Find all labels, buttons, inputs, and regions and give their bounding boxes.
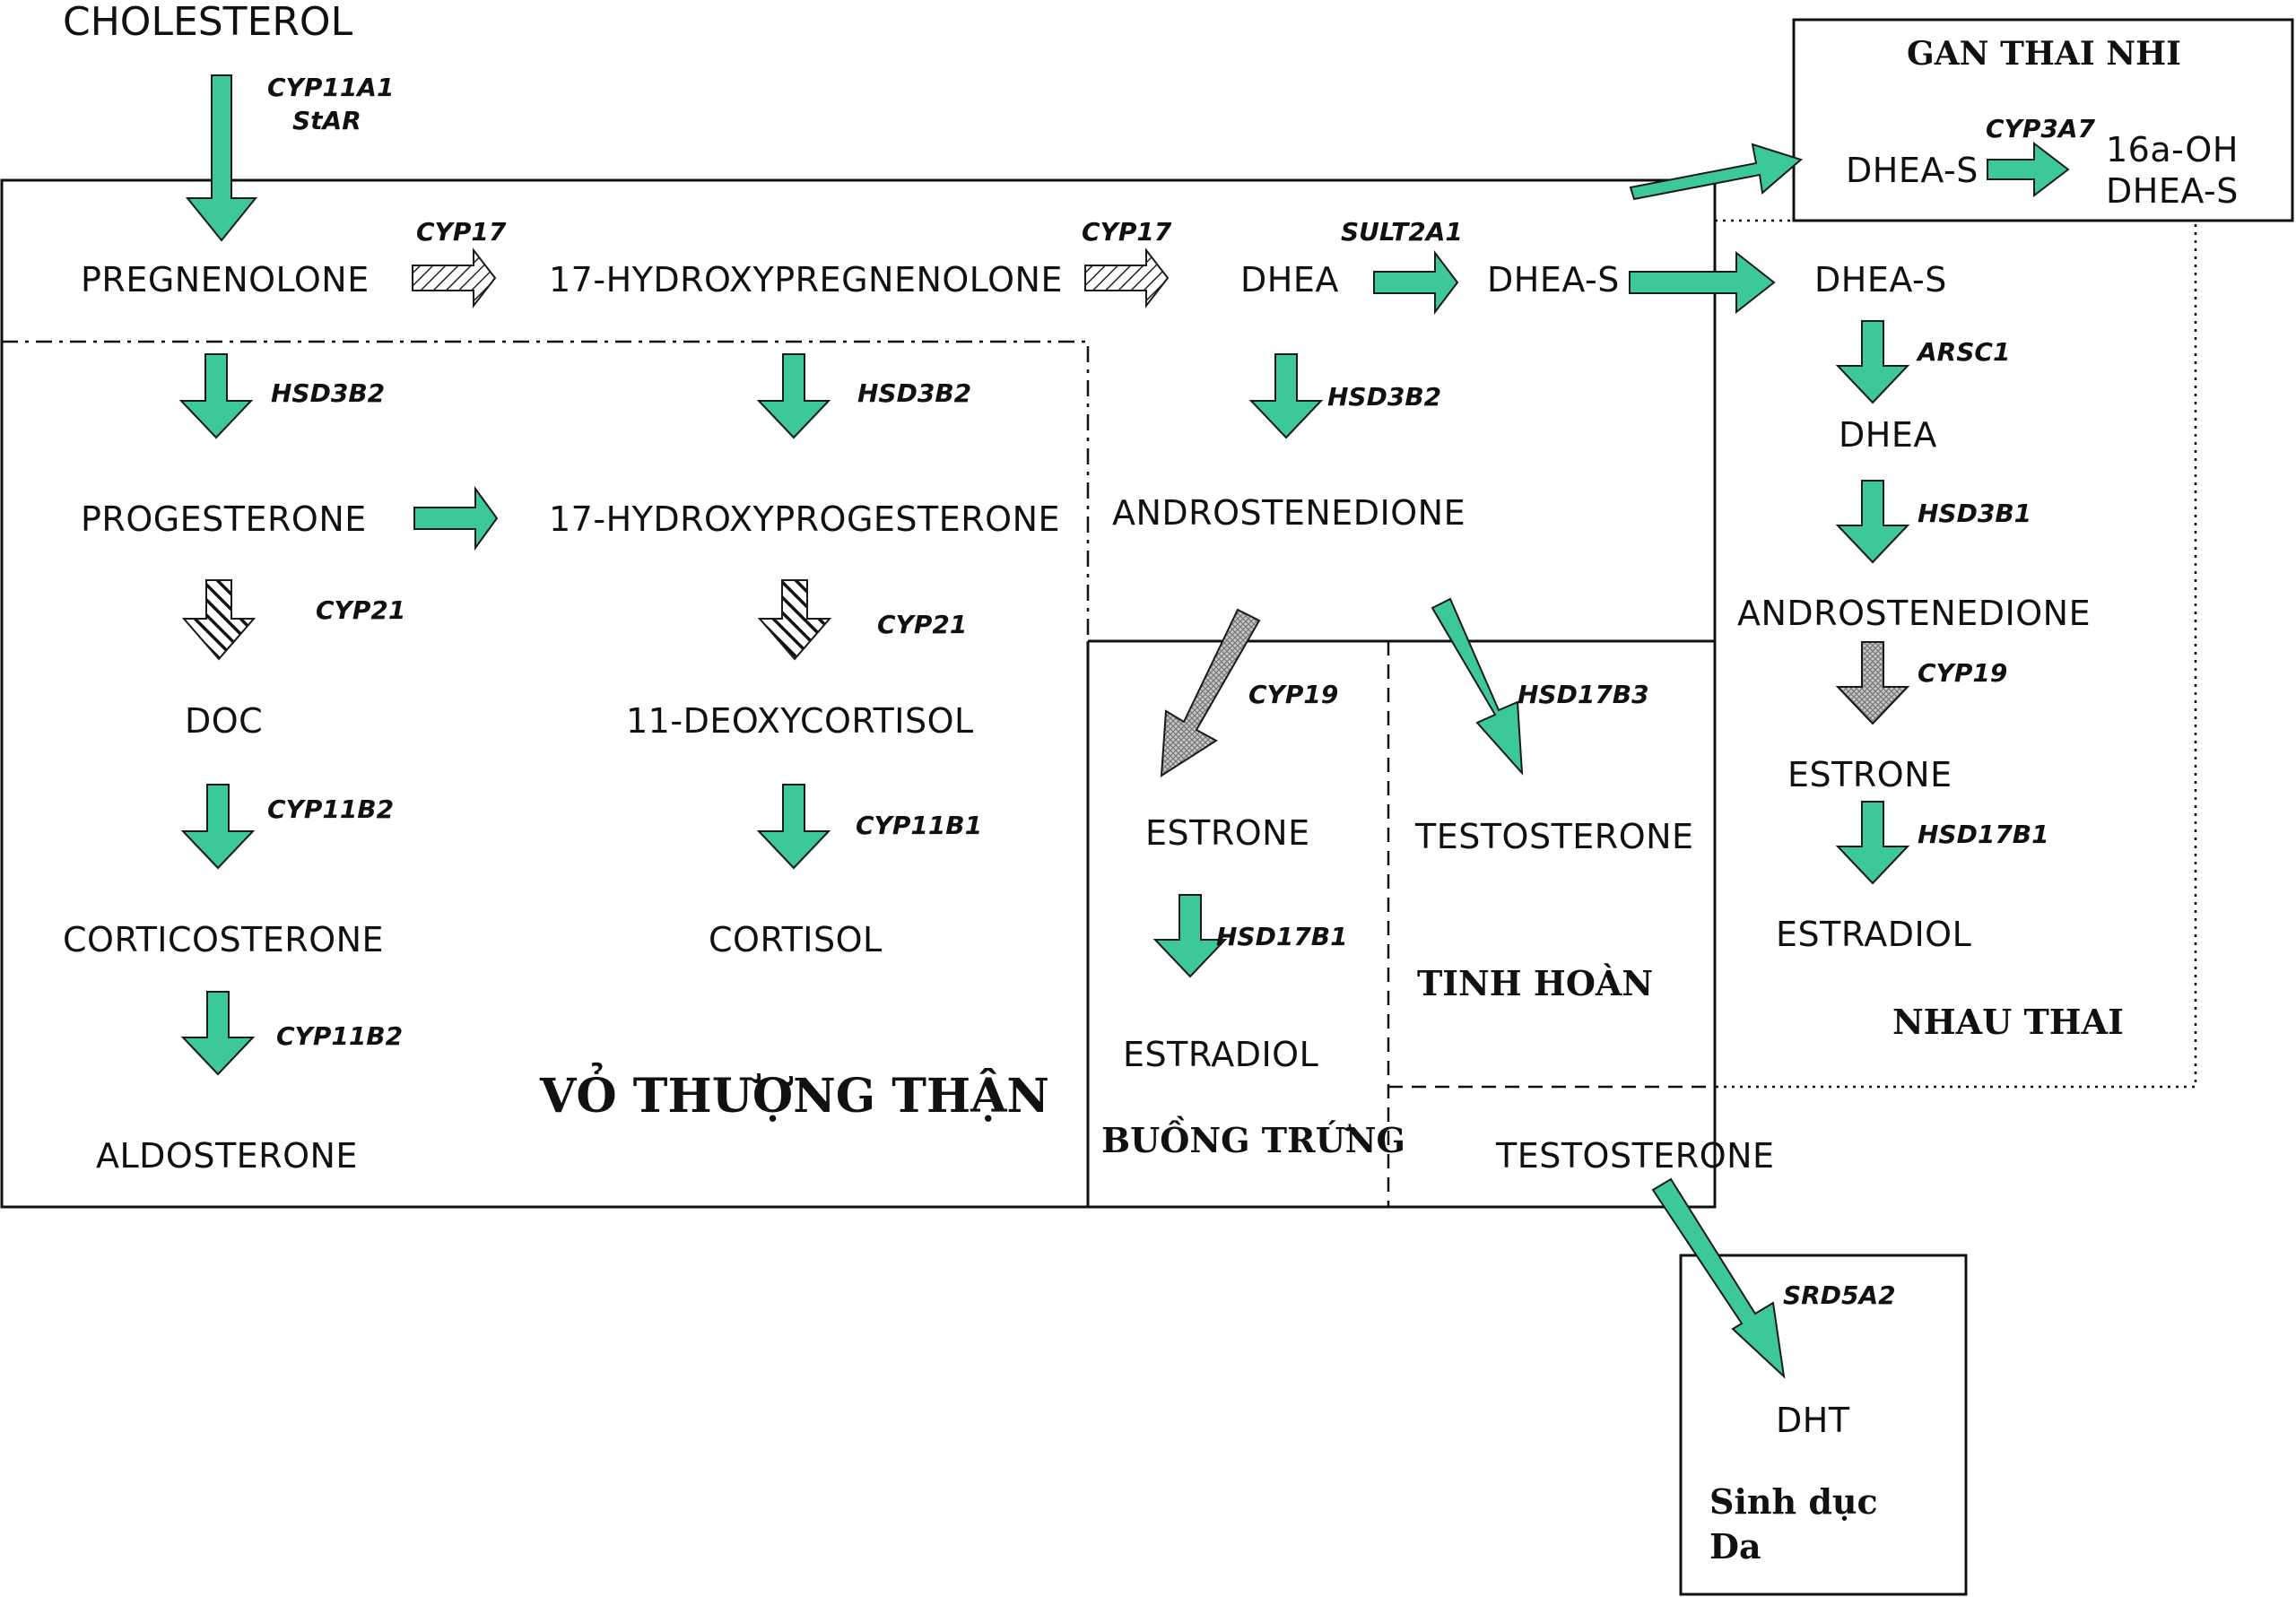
region-fetal-liver: GAN THAI NHI — [1907, 35, 2181, 73]
metabolite-estradiol-placenta: ESTRADIOL — [1776, 915, 1971, 954]
enzyme-cyp19-ovary: CYP19 — [1248, 680, 1338, 709]
region-ovary: BUỒNG TRỨNG — [1101, 1116, 1405, 1160]
metabolite-estradiol-ovary: ESTRADIOL — [1123, 1035, 1318, 1074]
arrow-hydroxypregnenolone-to-hydroxyprogesterone — [756, 353, 831, 439]
enzyme-hsd17b1-ovary: HSD17B1 — [1216, 922, 1348, 951]
arrow-estrone-to-estradiol-ovary — [1152, 894, 1228, 978]
enzyme-hsd17b1-placenta: HSD17B1 — [1918, 820, 2049, 849]
main-box — [0, 178, 1717, 1209]
arrow-dhea-to-dheas — [1373, 250, 1459, 315]
enzyme-cyp11b2-corticosterone: CYP11B2 — [276, 1021, 403, 1051]
enzyme-hsd3b1: HSD3B1 — [1918, 499, 2031, 528]
enzyme-cyp21-hydroxyprogesterone: CYP21 — [877, 610, 967, 639]
metabolite-aldosterone: ALDOSTERONE — [96, 1136, 358, 1176]
arrow-dheas-to-dhea-placenta — [1835, 320, 1910, 404]
arrow-hydroxyprogesterone-to-deoxycortisol — [757, 579, 832, 661]
arrow-corticosterone-to-aldosterone — [180, 991, 256, 1076]
enzyme-hsd3b2-hydroxypregnenolone: HSD3B2 — [857, 378, 971, 408]
region-adrenal-cortex: VỎ THƯỢNG THẬN — [539, 1063, 1049, 1124]
enzyme-hsd17b3: HSD17B3 — [1518, 680, 1649, 709]
enzyme-hsd3b2-dhea: HSD3B2 — [1327, 382, 1441, 412]
enzyme-cyp21-progesterone: CYP21 — [316, 595, 405, 625]
metabolite-17-hydroxypregnenolone: 17-HYDROXYPREGNENOLONE — [549, 260, 1063, 299]
enzyme-cyp3a7: CYP3A7 — [1986, 114, 2095, 143]
metabolite-dheas-placenta: DHEA-S — [1814, 260, 1947, 299]
arrow-dheas-to-fetal-liver — [1629, 143, 1804, 201]
enzyme-cyp11b2-doc: CYP11B2 — [267, 794, 394, 824]
metabolite-estrone-placenta: ESTRONE — [1787, 755, 1952, 794]
metabolite-dheas-adrenal: DHEA-S — [1487, 260, 1620, 299]
metabolite-androstenedione-adrenal: ANDROSTENEDIONE — [1112, 493, 1465, 533]
arrow-progesterone-to-doc — [181, 579, 257, 661]
arrow-pregnenolone-to-progesterone — [178, 353, 254, 439]
placenta-region-border — [1715, 219, 2197, 1089]
metabolite-dhea-adrenal: DHEA — [1240, 260, 1339, 299]
metabolite-dheas-fetal-liver: DHEA-S — [1846, 151, 1979, 190]
metabolite-17-hydroxyprogesterone: 17-HYDROXYPROGESTERONE — [549, 499, 1060, 539]
arrow-hydroxypregnenolone-to-dhea — [1084, 247, 1170, 308]
enzyme-hsd3b2-pregnenolone: HSD3B2 — [271, 378, 385, 408]
enzyme-cyp17-first: CYP17 — [416, 217, 507, 247]
arrow-dhea-to-androstenedione — [1248, 353, 1324, 439]
arrow-deoxycortisol-to-cortisol — [756, 784, 831, 870]
metabolite-11-deoxycortisol: 11-DEOXYCORTISOL — [626, 701, 974, 741]
arrow-androstenedione-to-estrone-placenta — [1835, 641, 1910, 725]
enzyme-cyp17-second: CYP17 — [1082, 217, 1172, 247]
enzyme-sult2a1: SULT2A1 — [1341, 217, 1463, 247]
enzyme-cyp19-placenta: CYP19 — [1918, 658, 2007, 688]
arrow-testosterone-to-dht — [1651, 1177, 1786, 1379]
metabolite-cholesterol: CHOLESTEROL — [63, 0, 353, 45]
region-placenta: NHAU THAI — [1892, 1002, 2124, 1042]
arrow-androstenedione-to-testosterone — [1431, 597, 1524, 776]
metabolite-cortisol: CORTISOL — [709, 920, 883, 959]
enzyme-cyp11b1: CYP11B1 — [856, 811, 982, 840]
arrow-doc-to-corticosterone — [180, 784, 256, 870]
metabolite-corticosterone: CORTICOSTERONE — [63, 920, 384, 959]
arrow-dheas-to-oh-dheas — [1987, 141, 2070, 198]
enzyme-srd5a2: SRD5A2 — [1783, 1280, 1896, 1310]
enzyme-star: StAR — [292, 106, 361, 135]
metabolite-testosterone-out: TESTOSTERONE — [1495, 1136, 1775, 1176]
arrow-estrone-to-estradiol-placenta — [1835, 801, 1910, 885]
adrenal-region-border — [2, 340, 1090, 641]
metabolite-testosterone-testis: TESTOSTERONE — [1414, 817, 1694, 856]
arrow-cholesterol-to-pregnenolone — [185, 74, 258, 242]
enzyme-arsc1: ARSC1 — [1916, 337, 2010, 367]
metabolite-doc: DOC — [185, 701, 263, 741]
metabolite-dhea-placenta: DHEA — [1839, 415, 1937, 455]
arrow-androstenedione-to-estrone-ovary — [1160, 608, 1261, 777]
genital-skin-box — [1679, 1254, 1968, 1596]
enzyme-cyp11a1: CYP11A1 — [267, 73, 394, 102]
metabolite-dht: DHT — [1776, 1401, 1850, 1440]
metabolite-16a-oh-dheas-line2: DHEA-S — [2106, 171, 2239, 211]
arrow-dheas-to-dheas-placenta — [1629, 250, 1776, 315]
region-testis: TINH HOÀN — [1417, 963, 1653, 1003]
region-genital: Sinh dục — [1709, 1481, 1878, 1522]
arrow-dhea-to-androstenedione-placenta — [1835, 480, 1910, 564]
metabolite-16a-oh-dheas: 16a-OH — [2106, 130, 2239, 169]
metabolite-pregnenolone: PREGNENOLONE — [81, 260, 370, 299]
region-skin: Da — [1709, 1526, 1761, 1567]
arrow-pregnenolone-to-hydroxypregnenolone — [412, 247, 497, 308]
metabolite-estrone-ovary: ESTRONE — [1145, 813, 1310, 853]
arrow-progesterone-to-hydroxyprogesterone — [413, 485, 499, 551]
metabolite-androstenedione-placenta: ANDROSTENEDIONE — [1737, 594, 2091, 633]
metabolite-progesterone: PROGESTERONE — [81, 499, 367, 539]
